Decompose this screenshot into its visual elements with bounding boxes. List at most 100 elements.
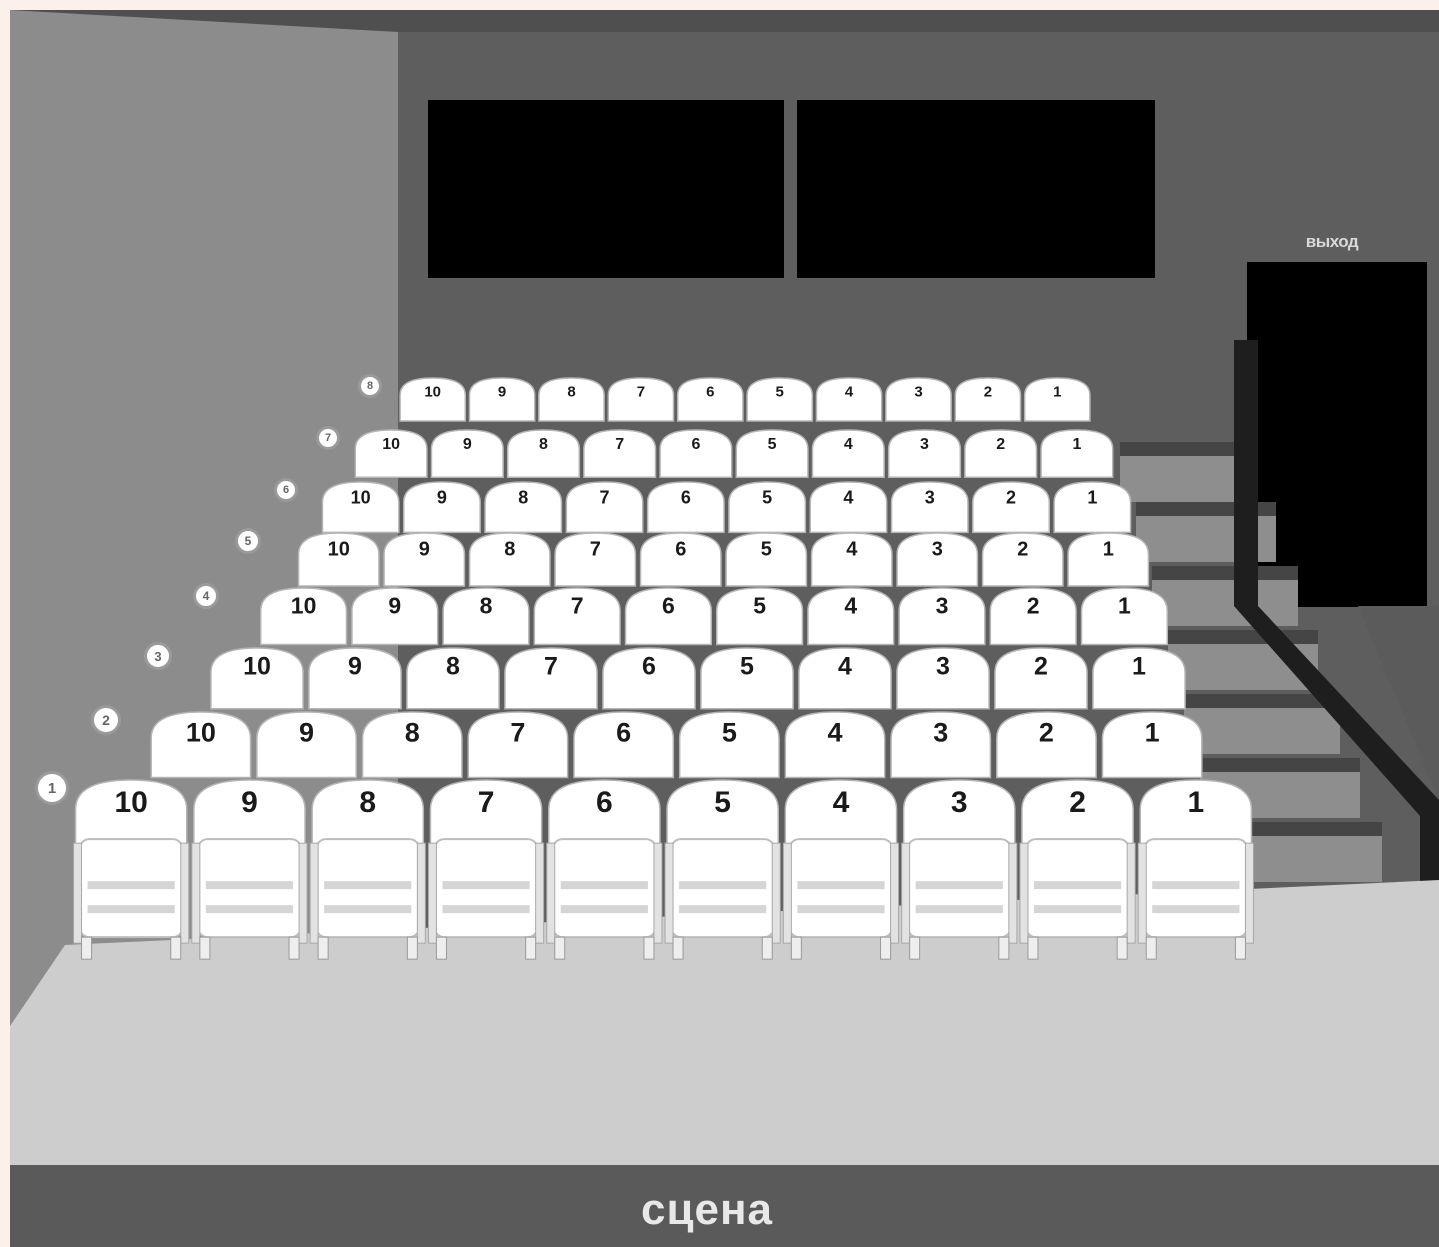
seat-armrest: [1009, 843, 1017, 943]
seat-slat: [442, 905, 529, 913]
seat-armrest: [417, 843, 425, 943]
theatre-seat-icon: [785, 712, 884, 778]
theatre-seat-icon: [729, 482, 805, 532]
seat-leg: [881, 937, 891, 959]
theatre-seat-icon: [891, 712, 990, 778]
seat-leg: [1117, 937, 1127, 959]
theatre-seat-icon: [626, 588, 712, 645]
seat-armrest: [310, 843, 318, 943]
seat-leg: [910, 937, 920, 959]
seat-leg: [200, 937, 210, 959]
theatre-seat-icon: [555, 533, 635, 586]
seat-armrest: [772, 843, 780, 943]
seat-leg: [289, 937, 299, 959]
stair-step-face: [1152, 580, 1298, 626]
theatre-seat-icon: [983, 533, 1063, 586]
stair-step-top: [1168, 630, 1318, 644]
seat-slat: [88, 905, 175, 913]
theatre-seat-icon: [534, 588, 620, 645]
theatre-seat-icon: [211, 648, 303, 709]
seat-armrest: [902, 843, 910, 943]
seat-slat: [442, 881, 529, 889]
row-number-badge: 4: [193, 583, 219, 609]
theatre-seat-icon: [384, 533, 464, 586]
theatre-seat-icon: [973, 482, 1049, 532]
theatre-seat-icon: [608, 378, 673, 421]
auditorium-drawing: [10, 10, 1439, 1247]
theatre-seat-icon: [808, 588, 894, 645]
theatre-seat-icon: [701, 648, 793, 709]
seat-slat: [561, 881, 648, 889]
theatre-seat-icon: [990, 588, 1076, 645]
theatre-seat-icon: [261, 588, 347, 645]
theatre-seat-icon: [717, 588, 803, 645]
seat-slat: [797, 905, 884, 913]
stair-step-face: [1184, 708, 1340, 754]
seat-armrest: [1245, 843, 1253, 943]
theatre-seat-icon: [505, 648, 597, 709]
seat-armrest: [1127, 843, 1135, 943]
seat-leg: [999, 937, 1009, 959]
row-number-badge: 7: [316, 426, 340, 450]
theatre-seat-icon: [680, 712, 779, 778]
theatre-seat-icon: [997, 712, 1096, 778]
theatre-seat-icon: [1102, 712, 1201, 778]
seat-slat: [561, 905, 648, 913]
seat-slat: [797, 881, 884, 889]
theatre-seat-icon: [257, 712, 356, 778]
theatre-seat-icon: [965, 430, 1037, 477]
seat-armrest: [181, 843, 189, 943]
theatre-seat-icon: [407, 648, 499, 709]
theatre-seat-icon: [641, 533, 721, 586]
theatre-seat-icon: [886, 378, 951, 421]
seat-slat: [1034, 881, 1121, 889]
seat-slat: [324, 905, 411, 913]
theatre-seat-icon: [566, 482, 642, 532]
seat-slat: [206, 905, 293, 913]
seat-armrest: [547, 843, 555, 943]
theatre-seat-icon: [508, 430, 580, 477]
row-number-badge: 5: [235, 528, 261, 554]
theatre-seat-icon: [603, 648, 695, 709]
seat-slat: [679, 881, 766, 889]
theatre-seat-icon: [1068, 533, 1148, 586]
seat-leg: [526, 937, 536, 959]
seat-slat: [1034, 905, 1121, 913]
seat-slat: [1152, 905, 1239, 913]
seat-armrest: [783, 843, 791, 943]
seat-armrest: [74, 843, 82, 943]
theatre-seat-icon: [468, 712, 567, 778]
seat-leg: [644, 937, 654, 959]
seat-slat: [916, 905, 1003, 913]
theatre-seat-icon: [363, 712, 462, 778]
stair-step-top: [1200, 758, 1360, 772]
theatre-seat-icon: [1093, 648, 1185, 709]
theatre-seat-icon: [322, 482, 398, 532]
theatre-seat-icon: [816, 378, 881, 421]
theatre-seat-icon: [151, 712, 250, 778]
seat-slat: [916, 881, 1003, 889]
seat-armrest: [299, 843, 307, 943]
theatre-seat-icon: [355, 430, 427, 477]
theatre-seat-icon: [726, 533, 806, 586]
seat-leg: [82, 937, 92, 959]
theatre-seat-icon: [995, 648, 1087, 709]
theatre-seat-icon: [469, 378, 534, 421]
stage-label: сцена: [641, 1185, 773, 1235]
theatre-seat-icon: [470, 533, 550, 586]
theatre-seat-icon: [736, 430, 808, 477]
seat-armrest: [654, 843, 662, 943]
theatre-seat-icon: [539, 378, 604, 421]
theatre-seat-icon: [485, 482, 561, 532]
seat-armrest: [1020, 843, 1028, 943]
theatre-seat-icon: [892, 482, 968, 532]
theatre-seat-icon: [955, 378, 1020, 421]
row-number-badge: 2: [91, 705, 121, 735]
theatre-seat-icon: [431, 430, 503, 477]
seat-leg: [171, 937, 181, 959]
theatre-seat-icon: [443, 588, 529, 645]
screen-panel-icon: [428, 100, 784, 278]
stair-step-top: [1152, 566, 1298, 580]
theatre-seat-icon: [799, 648, 891, 709]
